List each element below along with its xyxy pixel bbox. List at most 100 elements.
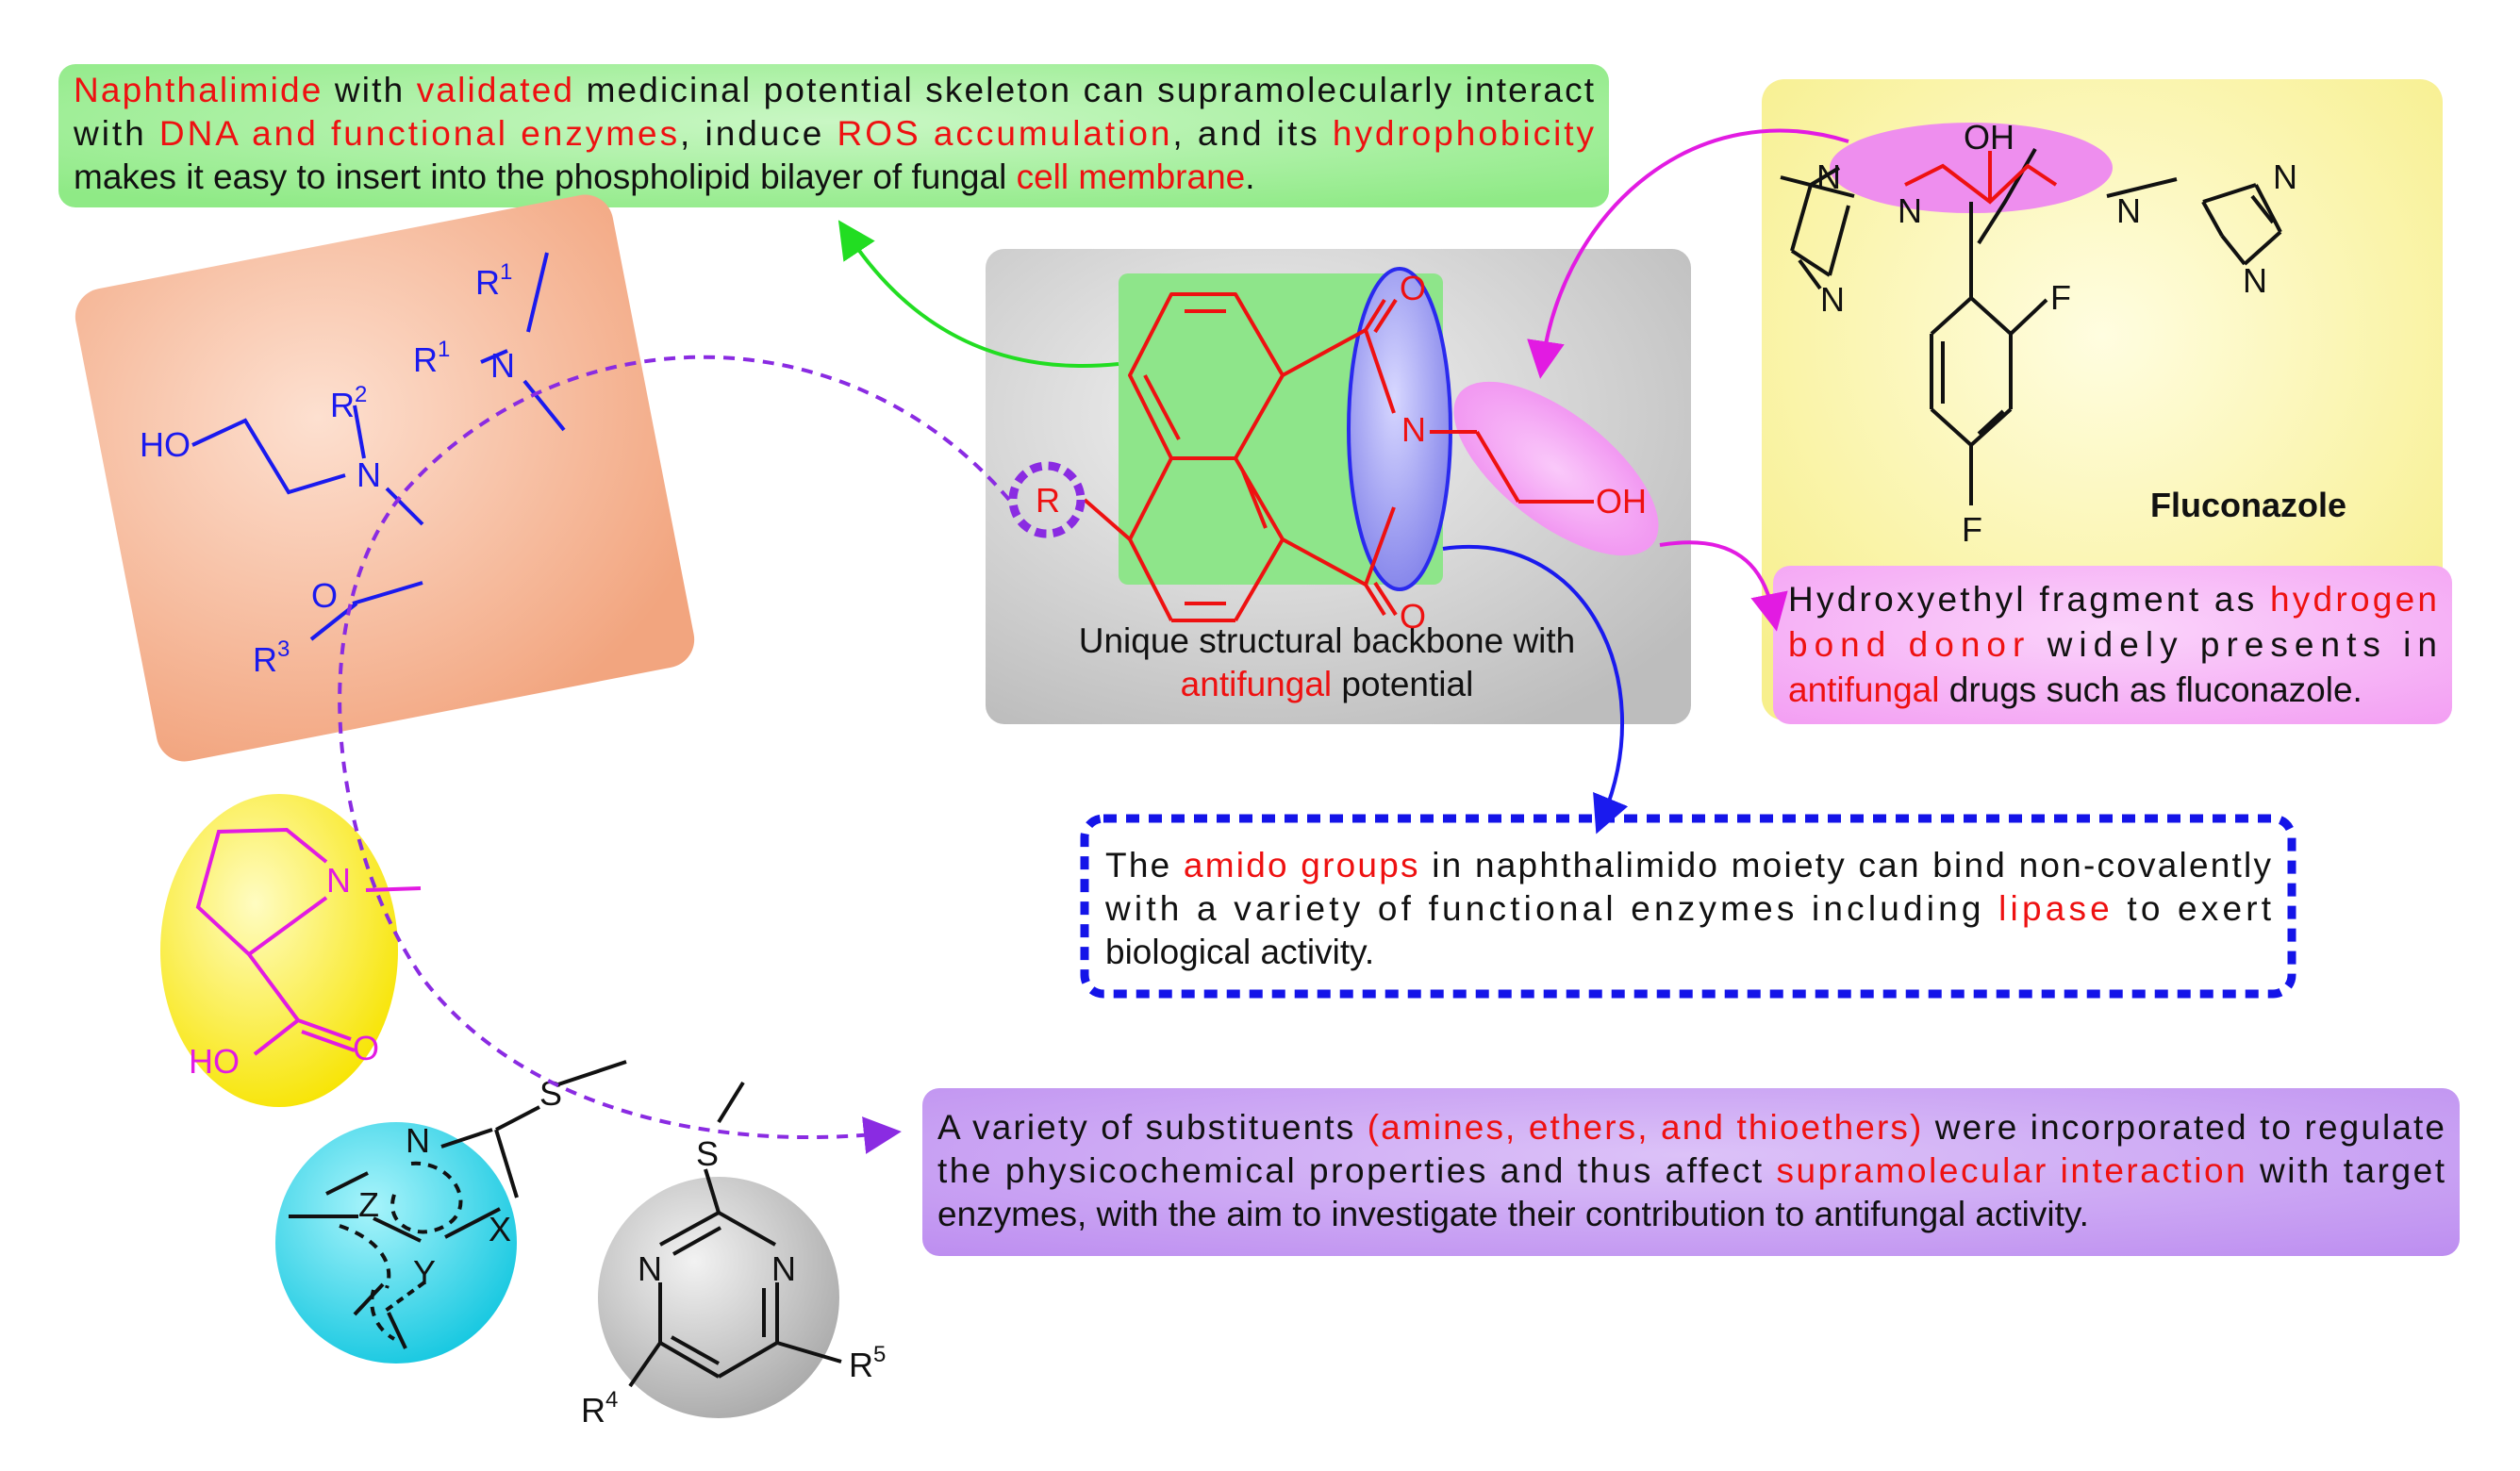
amine-ether-panel — [75, 194, 695, 762]
pyrimidine-thioether-structure — [628, 1081, 842, 1388]
atom-n-azole: N — [406, 1121, 430, 1160]
center-caption-line-2: antifungal potential — [1181, 665, 1474, 703]
top-note-text: Naphthalimide with validated medicinal p… — [73, 71, 1595, 196]
green-arrow — [837, 220, 1119, 369]
text-run: cell membrane — [1017, 157, 1246, 196]
hydroxyethyl-highlight — [1453, 381, 1659, 556]
flu-atom-n1: N — [1816, 157, 1841, 196]
atom-ho-amine: HO — [140, 425, 191, 464]
text-run: widely presents in — [2031, 625, 2437, 664]
text-run: makes it easy to insert into the phospho… — [74, 157, 1017, 196]
atom-o-bottom: O — [1400, 597, 1426, 636]
naphthalimide-structure — [1083, 292, 1594, 622]
atom-r5: R5 — [849, 1342, 886, 1384]
text-run: in naphthalimido moiety can bind non-cov… — [1420, 846, 2272, 884]
fluconazole-structure: OH N N N N N N F F Fluconazole — [1780, 118, 2346, 549]
text-run: validated — [417, 71, 572, 109]
top-note-line-3: makes it easy to insert into the phospho… — [74, 157, 1255, 196]
atom-y: Y — [413, 1253, 436, 1292]
text-run: with a variety of functional enzymes inc… — [1104, 889, 1995, 928]
amido-note-line-1: The amido groups in naphthalimido moiety… — [1105, 846, 2272, 884]
azole-thioether-structure — [289, 1060, 627, 1349]
text-run: were incorporated to regulate — [1923, 1108, 2445, 1147]
flu-atom-n4: N — [2116, 191, 2141, 230]
magenta-arrow-top — [1527, 128, 1849, 379]
text-run: potential — [1332, 665, 1473, 703]
flu-atom-f1: F — [2050, 278, 2071, 317]
flu-atom-f2: F — [1962, 510, 1982, 549]
atom-r1-top: R1 — [475, 259, 512, 302]
text-run: medicinal potential skeleton can supramo… — [574, 71, 1595, 109]
pyrimidine-ball — [598, 1177, 839, 1418]
hydroxyethyl-note-text: Hydroxyethyl fragment as hydrogen bond do… — [1788, 580, 2437, 709]
top-note-line-1: Naphthalimide with validated medicinal p… — [74, 71, 1595, 109]
text-run: with — [323, 71, 414, 109]
atom-n-pyrimidine-right: N — [771, 1249, 796, 1288]
atom-oh: OH — [1596, 482, 1647, 521]
hydroxyethyl-note-line-3: antifungal drugs such as fluconazole. — [1788, 670, 2362, 709]
text-run: (amines, ethers, and thioethers) — [1368, 1108, 1922, 1147]
substituent-note-line-1: A variety of substituents (amines, ether… — [937, 1108, 2445, 1147]
flu-atom-n2: N — [1898, 191, 1922, 230]
atom-z: Z — [358, 1185, 379, 1224]
text-run: Hydroxyethyl fragment as — [1788, 580, 2267, 619]
atom-r3: R3 — [253, 636, 290, 679]
atom-n-proline: N — [326, 861, 351, 900]
atom-s-pyrimidine: S — [696, 1134, 719, 1173]
substituent-note-line-3: enzymes, with the aim to investigate the… — [937, 1195, 2089, 1233]
atom-r4: R4 — [581, 1387, 618, 1430]
atom-r: R — [1036, 481, 1060, 520]
text-run: hydrophobicity — [1333, 114, 1595, 153]
top-note-box — [58, 64, 1609, 207]
text-run: to exert — [2114, 889, 2272, 928]
center-caption-line-1: Unique structural backbone with — [1079, 621, 1576, 660]
amido-note-box — [1080, 814, 2296, 999]
text-run: ROS accumulation — [837, 114, 1170, 153]
r-substituent-marker — [1008, 461, 1086, 538]
amido-note-line-3: biological activity. — [1105, 933, 1374, 971]
substituent-note-line-2: the physicochemical properties and thus … — [937, 1151, 2445, 1190]
hydroxyethyl-note-box — [1773, 566, 2452, 724]
text-run: Unique structural backbone with — [1079, 621, 1576, 660]
hydroxyethyl-note-line-2: bond donor widely presents in — [1788, 625, 2437, 664]
text-run: . — [1245, 157, 1254, 196]
text-run: hydrogen — [2270, 580, 2437, 619]
atom-n-amine: N — [356, 455, 381, 494]
atom-o-top: O — [1400, 269, 1426, 307]
top-note-line-2: with DNA and functional enzymes, induce … — [73, 114, 1595, 153]
hydroxyethyl-note-line-1: Hydroxyethyl fragment as hydrogen — [1788, 580, 2437, 619]
text-run: with target — [2247, 1151, 2445, 1190]
text-run: biological activity. — [1105, 933, 1374, 971]
atom-r1-left: R1 — [413, 337, 450, 379]
text-run: drugs such as fluconazole. — [1939, 670, 2362, 709]
purple-dashed-arc — [338, 355, 1011, 1154]
text-run: amido groups — [1184, 846, 1418, 884]
text-run: enzymes, with the aim to investigate the… — [937, 1195, 2089, 1233]
text-run: , and its — [1172, 114, 1330, 153]
blue-arrow — [1442, 545, 1629, 835]
magenta-arrow-right — [1659, 540, 1788, 632]
atom-r2: R2 — [330, 382, 367, 424]
atom-o-ether: O — [311, 576, 338, 615]
text-run: with — [73, 114, 157, 153]
core-caption: Unique structural backbone with antifunga… — [1079, 621, 1576, 703]
text-run: lipase — [1998, 889, 2110, 928]
atom-x: X — [489, 1210, 511, 1248]
azole-ball — [275, 1122, 517, 1364]
substituent-note-box — [922, 1088, 2460, 1256]
text-run: antifungal — [1788, 670, 1939, 709]
atom-n-pyrimidine-left: N — [638, 1249, 662, 1288]
text-run: The — [1105, 846, 1182, 884]
amido-note-line-2: with a variety of functional enzymes inc… — [1104, 889, 2272, 928]
atom-n-dialkyl: N — [490, 346, 515, 385]
fluconazole-oh: OH — [1964, 118, 2014, 157]
text-run: the physicochemical properties and thus … — [937, 1151, 1774, 1190]
text-run: antifungal — [1181, 665, 1332, 703]
atom-n-imide: N — [1401, 410, 1426, 449]
flu-atom-n6: N — [2243, 261, 2267, 300]
atom-ho-proline: HO — [189, 1042, 240, 1081]
fluconazole-label: Fluconazole — [2150, 486, 2346, 524]
proline-ball — [160, 794, 398, 1107]
text-run: A variety of substituents — [937, 1108, 1366, 1147]
